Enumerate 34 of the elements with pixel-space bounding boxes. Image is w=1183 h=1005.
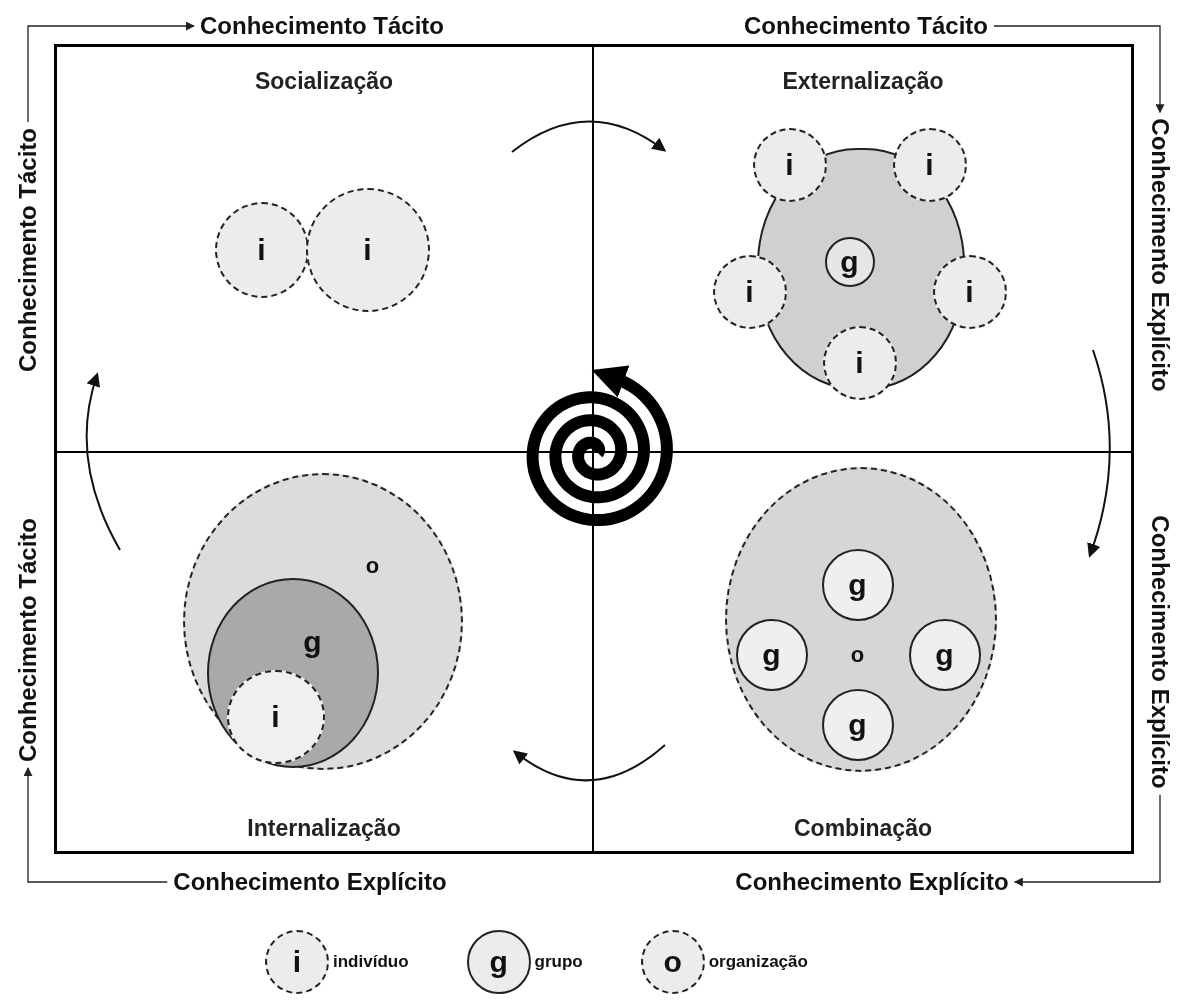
node-letter: i xyxy=(363,234,372,265)
legend-circle: i xyxy=(265,930,329,994)
connector-arrow xyxy=(23,767,168,883)
legend-circle: g xyxy=(466,930,531,994)
quadrant-title: Socialização xyxy=(253,68,395,95)
legend-circle: o xyxy=(640,930,705,994)
node-letter: g xyxy=(303,626,322,657)
legend-text: indivíduo xyxy=(333,952,409,972)
quadrant-panel xyxy=(593,45,1133,452)
quadrant-panel xyxy=(593,452,1133,853)
node-letter: g xyxy=(762,639,781,670)
node-letter: i xyxy=(855,347,864,378)
quadrant-title: Internalização xyxy=(246,815,402,842)
node-letter: g xyxy=(848,569,867,600)
connector-arrow xyxy=(27,21,195,123)
legend-text: organização xyxy=(708,952,808,972)
node-letter: i xyxy=(257,234,266,265)
node-letter: o xyxy=(850,643,865,666)
quadrant-title: Combinação xyxy=(793,815,933,842)
node-letter: g xyxy=(840,246,859,277)
node-letter: g xyxy=(848,709,867,740)
connector-arrow xyxy=(993,25,1165,114)
legend-text: grupo xyxy=(534,952,583,972)
node-letter: i xyxy=(785,149,794,180)
node-letter: i xyxy=(925,149,934,180)
quadrant-panel xyxy=(55,452,593,853)
node-letter: i xyxy=(745,276,754,307)
node-letter: i xyxy=(965,276,974,307)
connector-arrow xyxy=(1013,794,1161,887)
node-letter: o xyxy=(365,554,380,577)
node-letter: i xyxy=(271,701,280,732)
quadrant-panel xyxy=(55,45,593,452)
node-letter: g xyxy=(935,639,954,670)
quadrant-title: Externalização xyxy=(781,68,945,95)
